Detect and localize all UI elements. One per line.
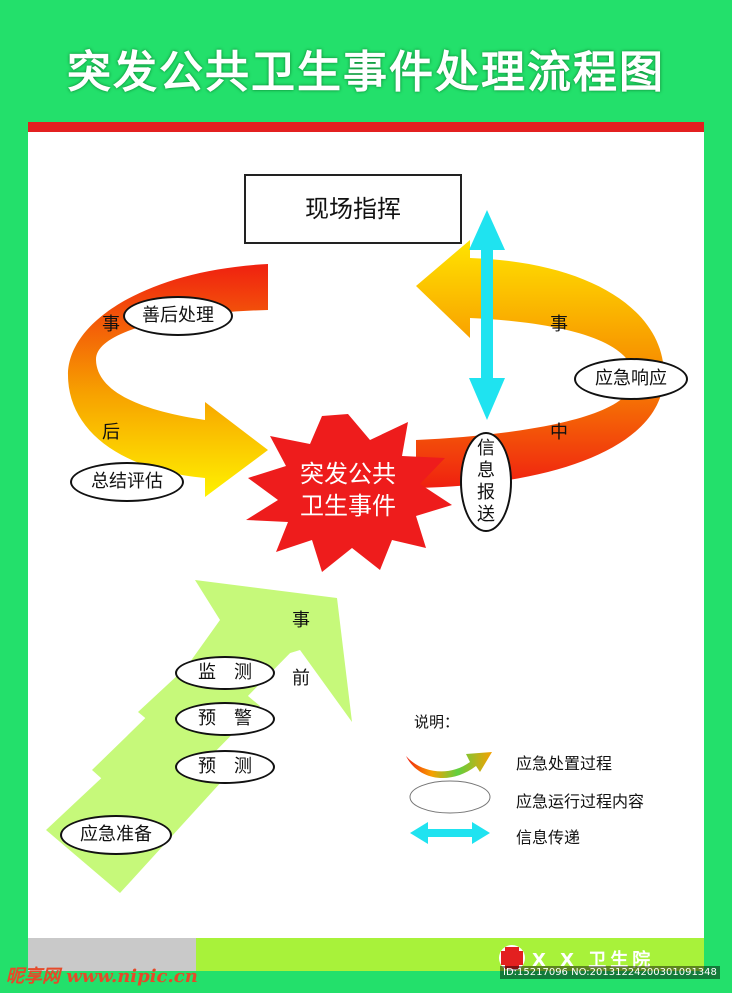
event-label-line1: 突发公共 (278, 458, 418, 490)
during-char-1: 事 (550, 310, 568, 336)
legend-heading: 说明： (414, 711, 459, 732)
command-box: 现场指挥 (244, 174, 462, 244)
oval-info-report: 信 息 报 送 (460, 432, 512, 532)
event-label-line2: 卫生事件 (278, 490, 418, 522)
during-char-2: 中 (550, 418, 568, 444)
image-id-text: ID:15217096 NO:20131224200301091348 (500, 966, 720, 979)
report-char-1: 信 (462, 438, 510, 460)
oval-evaluation: 总结评估 (70, 462, 184, 502)
before-char-1: 事 (292, 606, 310, 632)
event-label: 突发公共 卫生事件 (278, 458, 418, 522)
before-char-2: 前 (292, 664, 310, 690)
watermark: 昵享网 www.nipic.cn (6, 962, 198, 988)
oval-monitoring: 监 测 (175, 656, 275, 690)
legend-process-label: 应急处置过程 (516, 750, 612, 774)
oval-aftercare: 善后处理 (123, 296, 233, 336)
legend-info-label: 信息传递 (516, 824, 580, 848)
after-char-1: 事 (102, 310, 120, 336)
oval-emergency-response: 应急响应 (574, 358, 688, 400)
report-char-4: 送 (462, 504, 510, 526)
legend-process-icon (406, 752, 492, 778)
legend-content-label: 应急运行过程内容 (516, 788, 644, 812)
report-char-3: 报 (462, 482, 510, 504)
oval-warning: 预 警 (175, 702, 275, 736)
after-char-2: 后 (102, 418, 120, 444)
report-char-2: 息 (462, 460, 510, 482)
legend-oval-icon (410, 781, 490, 813)
legend-info-icon (410, 822, 490, 844)
oval-emergency-prep: 应急准备 (60, 815, 172, 855)
oval-forecast: 预 测 (175, 750, 275, 784)
